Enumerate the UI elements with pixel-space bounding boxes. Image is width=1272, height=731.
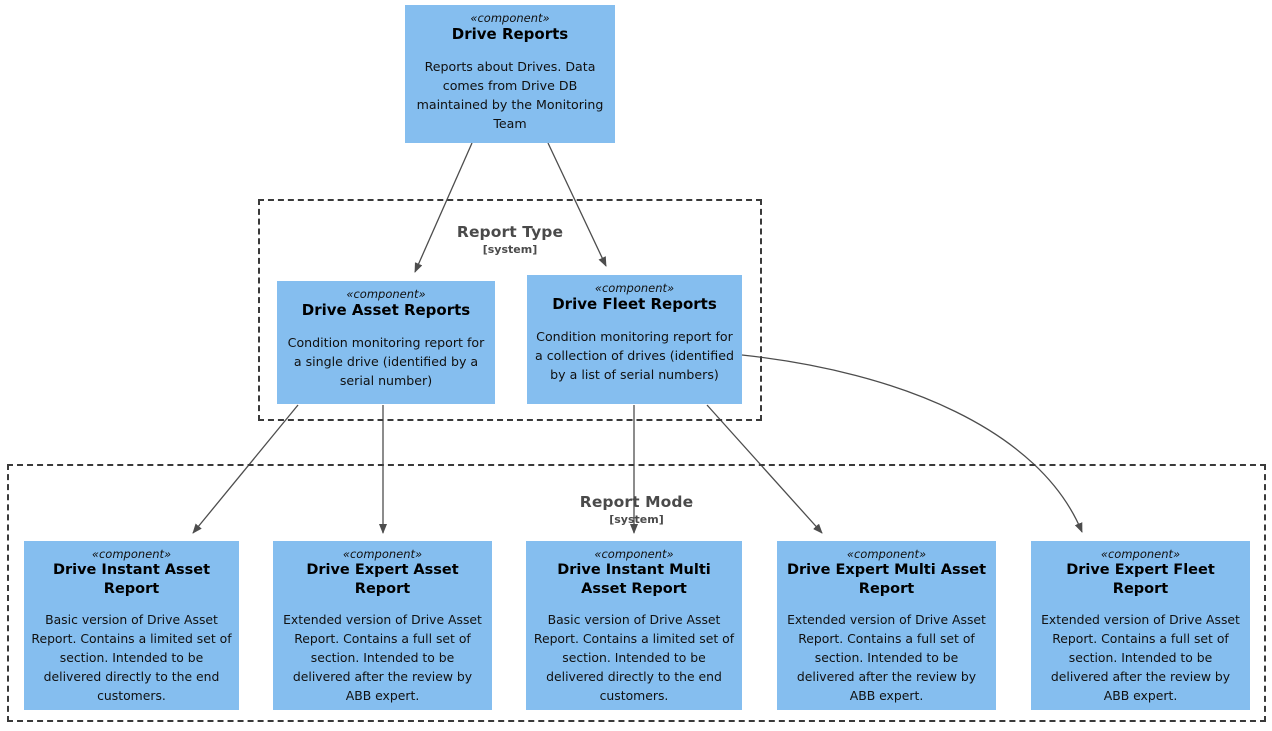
- component-drive-expert-fleet-report[interactable]: «component» Drive Expert Fleet Report Ex…: [1031, 541, 1250, 710]
- component-drive-asset-reports-description: Condition monitoring report for a single…: [287, 335, 485, 388]
- group-report-mode: Report Mode [system]: [7, 464, 1266, 722]
- group-report-mode-title: Report Mode: [579, 493, 694, 511]
- component-drive-fleet-reports-stereotype: «component»: [594, 281, 675, 295]
- component-drive-expert-asset-report-description: Extended version of Drive Asset Report. …: [283, 612, 482, 703]
- component-drive-expert-asset-report[interactable]: «component» Drive Expert Asset Report Ex…: [273, 541, 492, 710]
- component-drive-instant-asset-report[interactable]: «component» Drive Instant Asset Report B…: [24, 541, 239, 710]
- component-drive-fleet-reports-description: Condition monitoring report for a collec…: [535, 329, 734, 382]
- component-drive-reports[interactable]: «component» Drive Reports Reports about …: [405, 5, 615, 143]
- component-drive-instant-asset-report-description: Basic version of Drive Asset Report. Con…: [31, 612, 232, 703]
- component-drive-fleet-reports[interactable]: «component» Drive Fleet Reports Conditio…: [527, 275, 742, 404]
- group-report-type-subtitle: [system]: [482, 243, 538, 256]
- component-drive-expert-fleet-report-stereotype: «component»: [1100, 547, 1181, 561]
- component-drive-expert-multi-asset-report-stereotype: «component»: [846, 547, 927, 561]
- component-drive-instant-multi-asset-report[interactable]: «component» Drive Instant Multi Asset Re…: [526, 541, 742, 710]
- component-drive-instant-multi-asset-report-description: Basic version of Drive Asset Report. Con…: [533, 612, 735, 703]
- component-drive-expert-fleet-report-name: Drive Expert Fleet Report: [1066, 562, 1215, 597]
- component-drive-reports-name: Drive Reports: [451, 25, 569, 43]
- component-drive-expert-multi-asset-report-name: Drive Expert Multi Asset Report: [786, 562, 986, 597]
- group-report-type-title: Report Type: [456, 223, 564, 241]
- component-drive-reports-stereotype: «component»: [470, 11, 550, 25]
- component-drive-instant-multi-asset-report-stereotype: «component»: [594, 547, 674, 561]
- component-drive-instant-multi-asset-report-name: Drive Instant Multi Asset Report: [557, 562, 711, 597]
- component-drive-expert-multi-asset-report[interactable]: «component» Drive Expert Multi Asset Rep…: [777, 541, 996, 710]
- group-report-type: Report Type [system]: [258, 199, 762, 421]
- component-drive-asset-reports[interactable]: «component» Drive Asset Reports Conditio…: [277, 281, 495, 404]
- component-drive-expert-fleet-report-description: Extended version of Drive Asset Report. …: [1041, 612, 1240, 703]
- component-drive-asset-reports-name: Drive Asset Reports: [301, 301, 471, 319]
- component-drive-instant-asset-report-name: Drive Instant Asset Report: [52, 562, 211, 597]
- group-report-mode-subtitle: [system]: [609, 513, 664, 526]
- component-drive-expert-multi-asset-report-description: Extended version of Drive Asset Report. …: [787, 612, 986, 703]
- component-drive-expert-asset-report-stereotype: «component»: [342, 547, 423, 561]
- component-drive-expert-asset-report-name: Drive Expert Asset Report: [306, 562, 459, 597]
- component-drive-asset-reports-stereotype: «component»: [346, 287, 426, 301]
- component-drive-reports-description: Reports about Drives. Data comes from Dr…: [416, 59, 604, 131]
- component-drive-fleet-reports-name: Drive Fleet Reports: [552, 295, 717, 313]
- component-drive-instant-asset-report-stereotype: «component»: [91, 547, 172, 561]
